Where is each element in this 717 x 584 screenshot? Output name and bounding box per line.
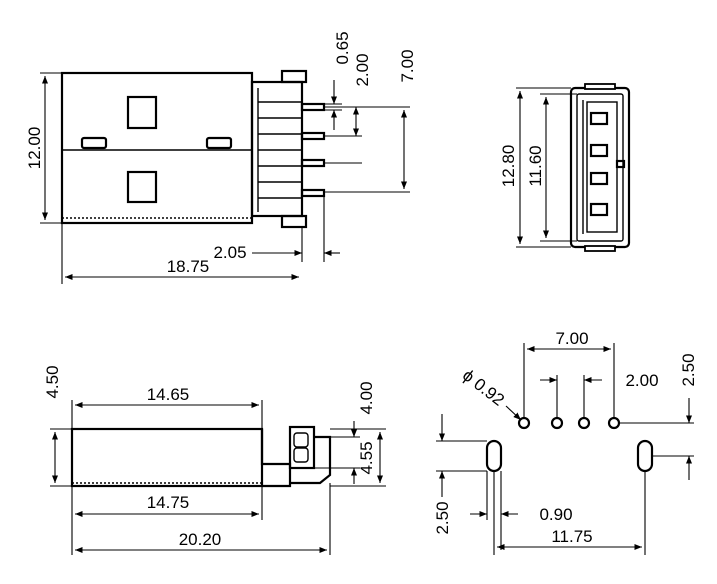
side-view-window-upper bbox=[126, 95, 158, 130]
front-view-contact-3 bbox=[589, 171, 609, 186]
dim-body-length: 18.75 bbox=[167, 257, 210, 276]
footprint-slot-right bbox=[636, 439, 654, 473]
dim-slot-width: 0.90 bbox=[539, 505, 572, 524]
side-view-pin-1 bbox=[300, 102, 326, 112]
footprint: ϕ 0.92 7.00 2.00 2.50 2.50 0.90 bbox=[433, 329, 698, 555]
side-view-pin-3 bbox=[300, 158, 326, 168]
dim-pin-width: 0.65 bbox=[333, 31, 352, 64]
dim-pin-span: 7.00 bbox=[398, 49, 417, 82]
dim-upper-length: 14.65 bbox=[147, 385, 190, 404]
dim-row-offset: 2.50 bbox=[679, 353, 698, 386]
dim-outer-height: 12.80 bbox=[499, 145, 518, 188]
front-view-contact-1 bbox=[589, 111, 609, 126]
bottom-view: 4.50 14.65 14.75 20.20 4.00 4.55 bbox=[43, 365, 386, 555]
dim-tab-height: 4.00 bbox=[357, 381, 376, 414]
dim-tail-height: 4.55 bbox=[357, 441, 376, 474]
front-view-contact-4 bbox=[589, 202, 609, 217]
dim-slot-length: 2.50 bbox=[433, 501, 452, 534]
bottom-view-body bbox=[70, 427, 264, 488]
front-view-contact-2 bbox=[589, 143, 609, 158]
dim-hole-diameter: ϕ 0.92 bbox=[459, 366, 508, 410]
side-view-pin-housing bbox=[250, 80, 304, 218]
side-view: 12.00 0.65 2.00 7.00 2.05 18.75 bbox=[25, 31, 417, 284]
footprint-hole-2 bbox=[550, 416, 564, 430]
dim-fp-pin-span: 7.00 bbox=[555, 329, 588, 348]
footprint-hole-4 bbox=[607, 416, 621, 430]
dim-height-12: 12.00 bbox=[25, 127, 44, 170]
dim-inner-height: 11.60 bbox=[526, 145, 545, 186]
footprint-hole-3 bbox=[577, 416, 591, 430]
dim-slot-spacing: 11.75 bbox=[551, 527, 592, 546]
dim-pin-pitch: 2.00 bbox=[353, 53, 372, 86]
dim-lower-length: 14.75 bbox=[147, 493, 190, 512]
bottom-view-tab bbox=[288, 425, 316, 470]
side-view-pin-2 bbox=[300, 131, 326, 141]
dim-fp-pin-pitch: 2.00 bbox=[625, 371, 658, 390]
footprint-slot-left bbox=[485, 439, 503, 473]
side-view-window-lower bbox=[126, 170, 158, 204]
front-view: 12.80 11.60 bbox=[499, 83, 631, 252]
side-view-pin-4 bbox=[300, 188, 326, 198]
dim-overall-length: 20.20 bbox=[179, 530, 222, 549]
dim-tail-length: 2.05 bbox=[213, 243, 246, 262]
dim-shell-height: 4.50 bbox=[43, 365, 62, 398]
